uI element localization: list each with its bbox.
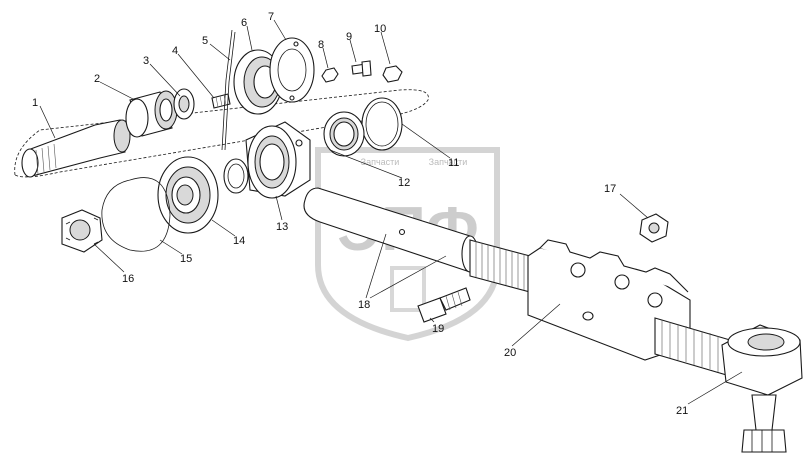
- callout-20: 20: [504, 347, 516, 359]
- part-12-ring: [323, 111, 365, 157]
- callout-6: 6: [241, 17, 247, 29]
- part-small-ring: [223, 158, 249, 194]
- callout-14: 14: [233, 235, 245, 247]
- assembly-outline: [14, 89, 429, 178]
- callout-5: 5: [202, 35, 208, 47]
- callout-9: 9: [346, 31, 352, 43]
- callout-labels: 1 2 3 4 5 6 7 8 9 10 11 12 13 14 15 16 1…: [32, 11, 688, 417]
- part-15-snap-ring: [101, 177, 171, 252]
- callout-18: 18: [358, 299, 370, 311]
- watermark-emblem: [390, 266, 426, 312]
- part-2-bushing: [125, 90, 178, 138]
- part-3-washer: [173, 88, 195, 120]
- part-13-housing: [245, 121, 311, 199]
- part-1-pin: [21, 119, 131, 178]
- watermark-sub-left: Запчасти: [361, 157, 400, 167]
- part-21-ball-joint: [721, 324, 803, 453]
- part-17-nut: [639, 213, 669, 243]
- part-20-clamp: [527, 239, 691, 361]
- threaded-section: [469, 239, 531, 293]
- callout-17: 17: [604, 183, 616, 195]
- part-8-nut: [321, 67, 339, 83]
- part-19-bolt: [417, 287, 471, 323]
- callout-4: 4: [172, 45, 178, 57]
- callout-1: 1: [32, 97, 38, 109]
- part-14-bearing: [157, 156, 219, 234]
- part-7-cover: [269, 37, 315, 103]
- leader-lines: [39, 19, 743, 405]
- callout-3: 3: [143, 55, 149, 67]
- callout-13: 13: [276, 221, 288, 233]
- callout-8: 8: [318, 39, 324, 51]
- threaded-section-2: [654, 317, 731, 377]
- callout-7: 7: [268, 11, 274, 23]
- watermark-shield: [315, 147, 500, 342]
- callout-19: 19: [432, 323, 444, 335]
- callout-10: 10: [374, 23, 386, 35]
- part-10-nut: [382, 65, 403, 83]
- part-11-ring: [361, 97, 403, 151]
- callout-21: 21: [676, 405, 688, 417]
- part-5-cotter-pin: [221, 29, 236, 151]
- callout-2: 2: [94, 73, 100, 85]
- part-4-fitting: [211, 93, 231, 109]
- callout-11: 11: [448, 157, 459, 169]
- part-9-bolt: [351, 60, 372, 77]
- part-16-castle-nut: [61, 209, 103, 253]
- callout-15: 15: [180, 253, 192, 265]
- watermark-sub-right: Запчасти: [429, 157, 468, 167]
- callout-16: 16: [122, 273, 134, 285]
- callout-12: 12: [398, 177, 410, 189]
